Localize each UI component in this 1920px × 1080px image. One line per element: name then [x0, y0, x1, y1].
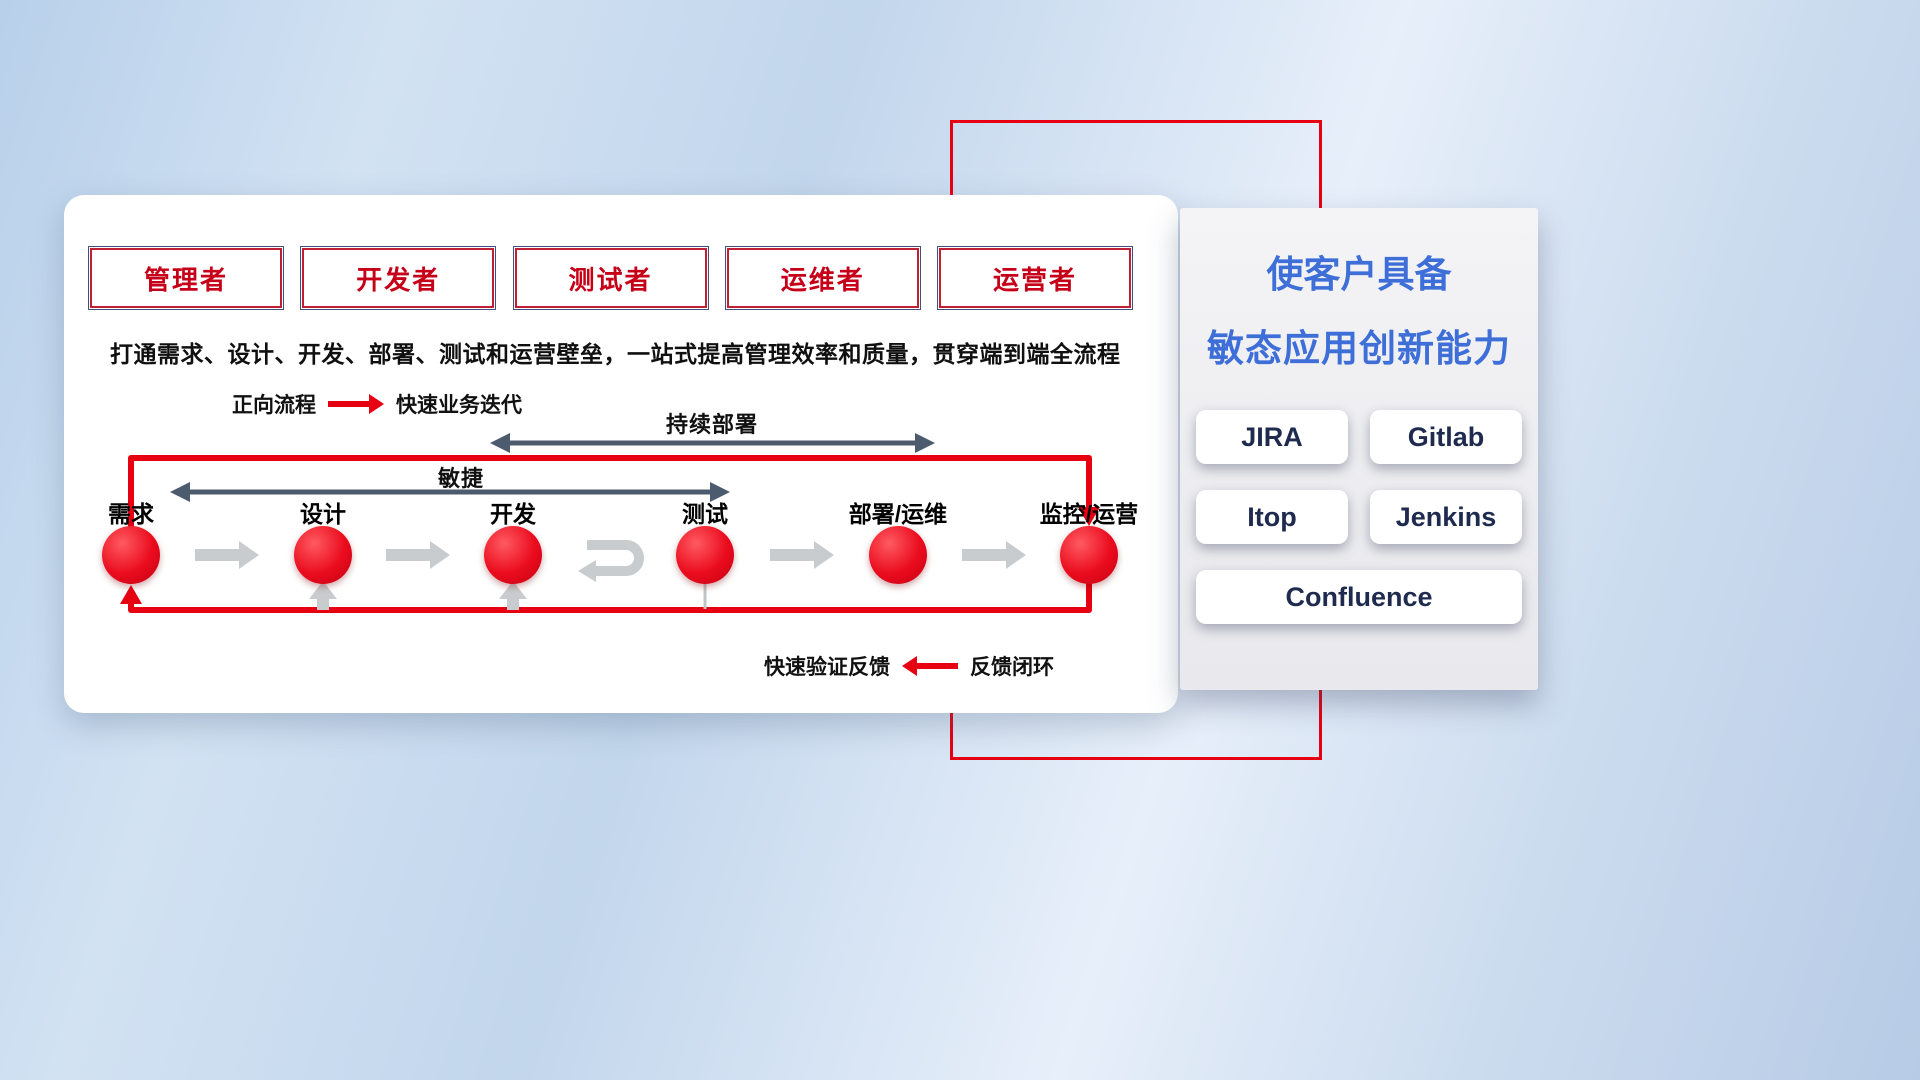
- flow-arrows-graphic: [120, 433, 1100, 613]
- tool-card-jenkins: Jenkins: [1370, 490, 1522, 544]
- flow-node-deploy-ops: [869, 526, 927, 584]
- agile-label: 敏捷: [437, 466, 484, 491]
- legend-feedback-caption: 快速验证反馈: [764, 656, 890, 679]
- capability-title-line2: 敏态应用创新能力: [1207, 328, 1511, 369]
- flow-node-label-requirements: 需求: [108, 501, 154, 527]
- feedback-arrow-icon: [902, 656, 958, 676]
- step-arrow-3: [770, 541, 834, 569]
- tool-card-jira: JIRA: [1196, 410, 1348, 464]
- role-box-developer: 开发者: [300, 246, 497, 310]
- flow-node-testing: [676, 526, 734, 584]
- flow-node-label-monitor-operations: 监控/运营: [1039, 501, 1139, 527]
- role-box-manager: 管理者: [88, 246, 284, 310]
- flow-node-label-deploy-ops: 部署/运维: [848, 501, 948, 527]
- legend-forward-caption: 快速业务迭代: [396, 394, 522, 417]
- role-box-ops: 运维者: [724, 246, 921, 310]
- flow-node-label-design: 设计: [300, 501, 346, 527]
- flow-node-label-testing: 测试: [682, 501, 728, 527]
- role-box-tester: 测试者: [512, 246, 709, 310]
- role-row: 管理者 开发者 测试者 运维者 运营者: [88, 246, 1133, 310]
- forward-loop-arrow: [128, 455, 1100, 528]
- step-arrow-4: [962, 541, 1026, 569]
- tool-card-itop: Itop: [1196, 490, 1348, 544]
- legend-feedback-label: 反馈闭环: [970, 656, 1054, 679]
- step-arrow-1: [195, 541, 259, 569]
- role-box-operator: 运营者: [937, 246, 1133, 310]
- capability-title-line1: 使客户具备: [1266, 254, 1452, 295]
- devops-flow-panel: 管理者 开发者 测试者 运维者 运营者 打通需求、设计、开发、部署、测试和运营壁…: [64, 195, 1178, 713]
- flow-node-development: [484, 526, 542, 584]
- continuous-deploy-arrow: [490, 433, 935, 453]
- forward-arrow-icon: [328, 394, 384, 414]
- flow-node-label-development: 开发: [490, 501, 536, 527]
- legend-forward: 正向流程 快速业务迭代: [232, 389, 522, 419]
- continuous-deploy-label: 持续部署: [665, 412, 758, 437]
- feedback-up-arrow-dev: [499, 581, 527, 610]
- step-arrow-2: [386, 541, 450, 569]
- feedback-loop-arrow: [120, 582, 1092, 613]
- tool-grid: JIRA Gitlab Itop Jenkins Confluence: [1196, 410, 1522, 624]
- legend-forward-label: 正向流程: [232, 394, 316, 417]
- capability-panel: 使客户具备 敏态应用创新能力 JIRA Gitlab Itop Jenkins …: [1180, 208, 1538, 690]
- flow-node-requirements: [102, 526, 160, 584]
- legend-feedback: 快速验证反馈 反馈闭环: [764, 651, 1054, 681]
- flow-description: 打通需求、设计、开发、部署、测试和运营壁垒，一站式提高管理效率和质量，贯穿端到端…: [110, 341, 1121, 367]
- tool-card-gitlab: Gitlab: [1370, 410, 1522, 464]
- iteration-loop-icon: [578, 540, 644, 582]
- flow-node-design: [294, 526, 352, 584]
- tool-card-confluence: Confluence: [1196, 570, 1522, 624]
- feedback-up-arrow-design: [309, 581, 337, 610]
- flow-node-monitor-operations: [1060, 526, 1118, 584]
- agile-arrow: [170, 482, 730, 502]
